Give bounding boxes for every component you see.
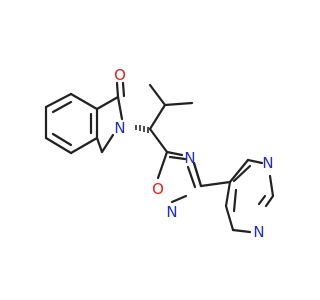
bond: [95, 136, 104, 154]
bond: [116, 95, 124, 121]
bond: [257, 194, 267, 206]
bond: [121, 81, 126, 98]
atom-label-oxadiazole-n2: N: [166, 203, 177, 221]
bond: [115, 81, 120, 99]
bond: [148, 103, 167, 131]
oxadiazole-ring: [156, 150, 203, 204]
bond: [168, 155, 187, 161]
bond: [232, 164, 252, 183]
bond: [69, 136, 99, 155]
bond: [44, 136, 73, 155]
pyrimidine-ring: [199, 158, 275, 234]
benzene-ring: [44, 92, 99, 155]
molecule-structure: O N O N N N N: [44, 66, 275, 241]
bond: [228, 158, 250, 184]
bond: [232, 188, 238, 213]
bond: [95, 95, 120, 111]
bond: [51, 132, 73, 147]
bond: [163, 101, 194, 107]
bond: [148, 127, 169, 154]
atom-label-carbonyl-oxygen: O: [114, 66, 126, 84]
atom-label-pyrimidine-n3: N: [253, 223, 264, 241]
bond: [246, 158, 264, 165]
lactam-ring: [95, 81, 126, 154]
bond: [69, 92, 99, 111]
side-chain: [135, 83, 194, 154]
bond: [156, 150, 169, 180]
bond: [51, 100, 73, 114]
bond: [165, 150, 184, 157]
bond: [224, 204, 235, 232]
bond: [170, 194, 188, 204]
atom-label-oxadiazole-n4: N: [184, 149, 195, 167]
bond: [264, 194, 275, 208]
bond: [192, 161, 203, 188]
hashed-wedge-bond: [135, 125, 149, 133]
atom-label-ring-oxygen: O: [152, 180, 164, 198]
bond: [268, 174, 275, 198]
bond: [44, 92, 73, 109]
bond: [100, 133, 115, 154]
bond: [224, 180, 232, 208]
bond: [199, 180, 232, 188]
bond: [148, 83, 167, 107]
bond: [231, 228, 252, 234]
bond: [186, 165, 197, 189]
atom-label-pyrimidine-n1: N: [262, 154, 273, 172]
atom-label-lactam-nitrogen: N: [114, 119, 125, 137]
